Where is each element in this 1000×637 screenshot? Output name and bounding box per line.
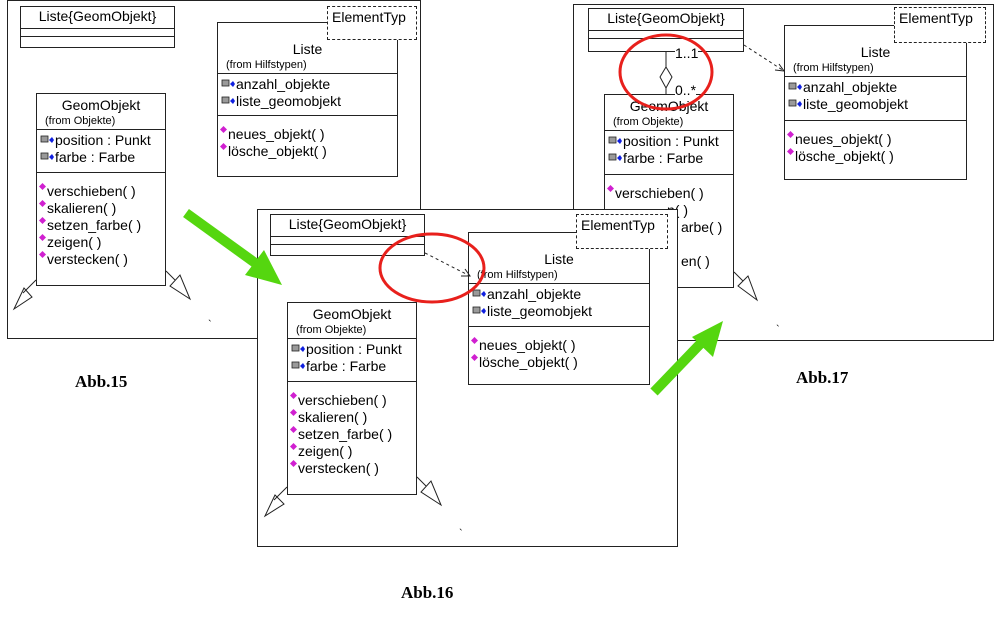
class-name: Liste (860, 44, 891, 60)
caption-abb17: Abb.17 (796, 368, 849, 387)
class-liste[interactable]: Liste (from Hilfstypen) anzahl_objekte l… (217, 22, 398, 177)
package-label: (from Objekte) (296, 324, 367, 336)
operation-verschieben: verschieben( ) (37, 183, 165, 200)
public-operation-icon (39, 217, 46, 224)
package-label: (from Objekte) (45, 115, 116, 127)
class-name: GeomObjekt (312, 306, 392, 322)
attribute-anzahl-objekte: anzahl_objekte (218, 76, 397, 93)
aggregation-diamond (659, 66, 673, 90)
operation-skalieren: skalieren( ) (288, 409, 416, 426)
attribute-position: position : Punkt (288, 341, 416, 358)
public-operation-icon (787, 148, 794, 155)
attribute-liste-geomobjekt: liste_geomobjekt (785, 96, 966, 113)
attribute-farbe: farbe : Farbe (605, 150, 733, 167)
private-attribute-icon (291, 344, 305, 352)
private-attribute-icon (608, 136, 622, 144)
private-attribute-icon (608, 153, 622, 161)
public-operation-icon (290, 392, 297, 399)
resize-tick: ` (776, 324, 780, 336)
public-operation-icon (471, 354, 478, 361)
package-label: (from Hilfstypen) (793, 62, 874, 74)
attribute-position: position : Punkt (605, 133, 733, 150)
public-operation-icon (787, 131, 794, 138)
operation-verstecken: verstecken( ) (288, 460, 416, 477)
template-parameter: ElementTyp (576, 214, 668, 249)
dependency-line (424, 252, 471, 277)
diagram-frame-abb15: Liste{GeomObjekt} Liste (from Hilfstypen… (7, 0, 421, 339)
package-label: (from Hilfstypen) (477, 269, 558, 281)
resize-tick: ` (459, 528, 463, 540)
operation-verstecken: verstecken( ) (37, 251, 165, 268)
class-name: Liste{GeomObjekt} (589, 9, 743, 31)
private-attribute-icon (221, 96, 235, 104)
private-attribute-icon (40, 152, 54, 160)
class-name: Liste{GeomObjekt} (271, 215, 424, 237)
class-name: Liste (544, 251, 574, 267)
attribute-liste-geomobjekt: liste_geomobjekt (218, 93, 397, 110)
operation-zeigen: zeigen( ) (37, 234, 165, 251)
public-operation-icon (39, 251, 46, 258)
operation-neues-objekt: neues_objekt( ) (218, 126, 397, 143)
operation-loesche-objekt: lösche_objekt( ) (785, 148, 966, 165)
operation-skalieren: skalieren( ) (37, 200, 165, 217)
private-attribute-icon (472, 306, 486, 314)
public-operation-icon (39, 183, 46, 190)
attribute-anzahl-objekte: anzahl_objekte (785, 79, 966, 96)
operation-neues-objekt: neues_objekt( ) (469, 337, 649, 354)
attribute-farbe: farbe : Farbe (37, 149, 165, 166)
class-geomobjekt[interactable]: GeomObjekt (from Objekte) position : Pun… (36, 93, 166, 286)
resize-tick: ` (208, 319, 212, 331)
public-operation-icon (290, 460, 297, 467)
package-label: (from Objekte) (613, 116, 684, 128)
public-operation-icon (39, 234, 46, 241)
private-attribute-icon (291, 361, 305, 369)
public-operation-icon (290, 409, 297, 416)
operation-setzen-farbe: setzen_farbe( ) (288, 426, 416, 443)
private-attribute-icon (788, 99, 802, 107)
public-operation-icon (220, 126, 227, 133)
operation-zeigen: zeigen( ) (288, 443, 416, 460)
public-operation-icon (471, 337, 478, 344)
caption-abb16: Abb.16 (401, 583, 454, 602)
attribute-liste-geomobjekt: liste_geomobjekt (469, 303, 649, 320)
operation-partial-3: en( ) (681, 253, 710, 269)
private-attribute-icon (40, 135, 54, 143)
diagram-frame-abb16: Liste{GeomObjekt} Liste (from Hilfstypen… (257, 209, 678, 547)
multiplicity-target: 0..* (675, 82, 697, 98)
public-operation-icon (290, 443, 297, 450)
public-operation-icon (607, 185, 614, 192)
package-label: (from Hilfstypen) (226, 59, 307, 71)
dependency-and-inheritance (263, 252, 471, 518)
operation-neues-objekt: neues_objekt( ) (785, 131, 966, 148)
class-liste[interactable]: Liste (from Hilfstypen) anzahl_objekte l… (784, 25, 967, 180)
operation-loesche-objekt: lösche_objekt( ) (469, 354, 649, 371)
attribute-farbe: farbe : Farbe (288, 358, 416, 375)
class-name: Liste (292, 41, 323, 57)
attribute-position: position : Punkt (37, 132, 165, 149)
operation-verschieben: verschieben( ) (605, 185, 733, 202)
caption-abb15: Abb.15 (75, 372, 128, 391)
inheritance-arrows (12, 270, 192, 311)
class-name: GeomObjekt (61, 97, 141, 113)
operation-verschieben: verschieben( ) (288, 392, 416, 409)
operation-loesche-objekt: lösche_objekt( ) (218, 143, 397, 160)
template-parameter: ElementTyp (894, 7, 986, 43)
public-operation-icon (220, 143, 227, 150)
class-geomobjekt[interactable]: GeomObjekt (from Objekte) position : Pun… (287, 302, 417, 495)
public-operation-icon (39, 200, 46, 207)
private-attribute-icon (788, 82, 802, 90)
operation-partial-2: arbe( ) (681, 219, 723, 235)
template-parameter: ElementTyp (327, 6, 417, 40)
class-liste-geomobjekt[interactable]: Liste{GeomObjekt} (20, 6, 175, 48)
class-name: Liste{GeomObjekt} (21, 7, 174, 29)
operation-setzen-farbe: setzen_farbe( ) (37, 217, 165, 234)
public-operation-icon (290, 426, 297, 433)
dependency-line (743, 44, 785, 72)
multiplicity-source: 1..1 (675, 45, 699, 61)
private-attribute-icon (221, 79, 235, 87)
